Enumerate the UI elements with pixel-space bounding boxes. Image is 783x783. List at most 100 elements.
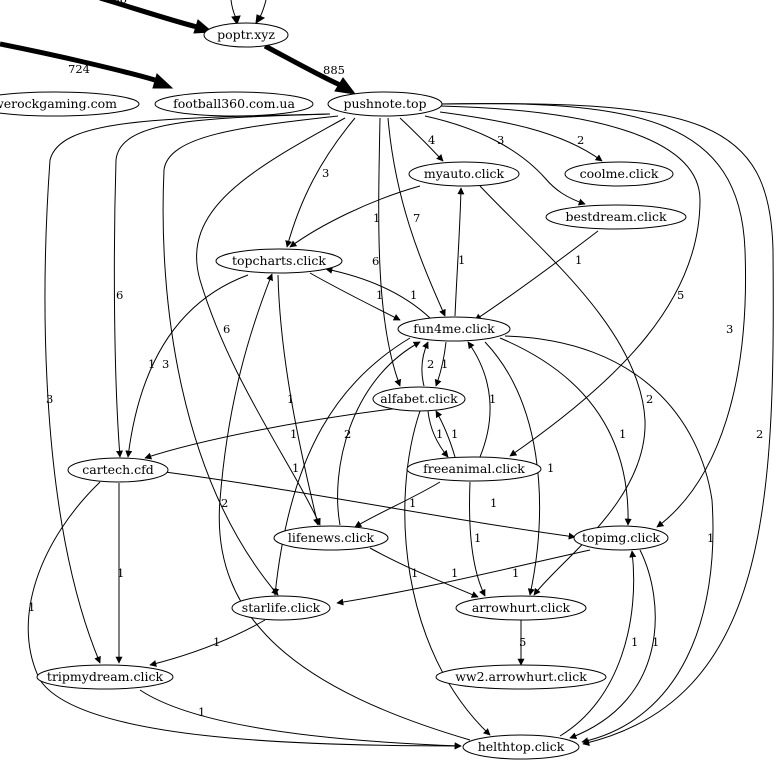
node-label: coolme.click [580, 166, 659, 181]
edge-label-myauto-to-arrowhurt: 2 [646, 392, 653, 406]
edge-label-arrowhurt-to-ww2: 5 [519, 635, 526, 649]
edge-label-bestdream-to-fun4me: 1 [575, 253, 582, 267]
edge-label-pushnote-to-myauto: 4 [428, 133, 435, 147]
node-arrowhurt[interactable]: arrowhurt.click [455, 595, 587, 621]
nodes: poptr.xyz werockgaming.com football360.c… [0, 22, 687, 760]
edge-poptr-to-pushnote-arrow [334, 77, 357, 95]
node-starlife[interactable]: starlife.click [231, 595, 331, 621]
edge-label-lifenews-to-arrowhurt: 1 [451, 566, 458, 580]
node-topcharts[interactable]: topcharts.click [215, 248, 343, 274]
edge-label-starlife-to-tripmydream: 1 [213, 635, 220, 649]
edge-myauto-topcharts [289, 185, 421, 248]
node-tripmydream[interactable]: tripmydream.click [36, 664, 174, 690]
edge-alfabet-freeanimal [427, 410, 449, 458]
node-poptr[interactable]: poptr.xyz [203, 22, 289, 48]
edge-pushnote-fun4me [387, 117, 446, 317]
edge-label-topcharts-to-lifenews: 1 [287, 392, 294, 406]
node-label: topcharts.click [232, 253, 326, 268]
edge-label-tripmydream-to-helthtop: 1 [198, 705, 205, 719]
edge-cartech-helthtop [27, 481, 462, 750]
edge-myauto-arrowhurt [479, 185, 646, 596]
edge-label-fun4me-to-topcharts: 1 [410, 288, 417, 302]
node-pushnote[interactable]: pushnote.top [327, 91, 443, 117]
edge-label-pushnote-to-lifenews-a: 6 [372, 254, 379, 268]
edge-label-freeanimal-to-arrowhurt: 1 [474, 531, 481, 545]
node-werockgaming[interactable]: werockgaming.com [0, 91, 140, 117]
edge-topcharts-cartech [125, 274, 249, 458]
edge-label-left-to-football: 724 [68, 62, 90, 76]
node-label: cartech.cfd [82, 462, 154, 477]
edge-pushnote-tripmydream [44, 113, 331, 664]
node-lifenews[interactable]: lifenews.click [273, 525, 389, 551]
edge-freeanimal-arrowhurt [469, 481, 486, 597]
edge-label-pushnote-to-coolme: 2 [577, 133, 584, 147]
edge-alfabet-cartech [144, 407, 401, 460]
node-helthtop[interactable]: helthtop.click [462, 734, 580, 760]
node-freeanimal[interactable]: freeanimal.click [406, 456, 542, 482]
edge-label-top-left-to-poptr: 656 [105, 0, 127, 6]
node-label: football360.com.ua [173, 96, 295, 111]
edge-top-to-poptr-b [259, 0, 267, 18]
edge-label-pushnote-to-helthtop: 2 [756, 427, 763, 441]
node-label: tripmydream.click [47, 669, 164, 684]
edge-label-pushnote-to-tripmydream: 3 [46, 392, 53, 406]
node-label: lifenews.click [288, 530, 375, 545]
edge-pushnote-starlife [162, 115, 339, 596]
edge-label-topcharts-to-cartech: 1 [148, 357, 155, 371]
edge-label-pushnote-to-fun4me: 7 [413, 211, 420, 225]
edge-top-left-to-poptr [99, 0, 198, 30]
edge-lifenews-fun4me [337, 341, 421, 526]
node-topimg[interactable]: topimg.click [573, 525, 669, 551]
edge-pushnote-myauto [399, 117, 444, 162]
edge-pushnote-topcharts [285, 117, 356, 248]
node-myauto[interactable]: myauto.click [408, 161, 520, 187]
node-football360[interactable]: football360.com.ua [154, 91, 314, 117]
node-label: starlife.click [242, 600, 321, 615]
node-label: bestdream.click [565, 209, 666, 224]
edge-top-to-poptr-a-arrow [231, 15, 241, 26]
edge-label-freeanimal-to-fun4me: 1 [489, 392, 496, 406]
edge-freeanimal-lifenews [354, 481, 441, 528]
edge-pushnote-alfabet [378, 117, 402, 387]
node-ww2-arrowhurt[interactable]: ww2.arrowhurt.click [435, 664, 607, 690]
edge-label-pushnote-to-freeanimal: 5 [677, 288, 684, 302]
edge-label-fun4me-to-myauto: 1 [458, 253, 465, 267]
node-cartech[interactable]: cartech.cfd [67, 457, 169, 483]
edge-starlife-tripmydream [149, 619, 266, 667]
node-bestdream[interactable]: bestdream.click [545, 204, 687, 230]
edge-fun4me-topimg [499, 337, 632, 526]
edge-pushnote-cartech [113, 113, 331, 458]
edge-fun4me-topcharts [325, 266, 431, 319]
node-label: topimg.click [582, 530, 660, 545]
node-label: helthtop.click [478, 739, 565, 754]
edge-left-to-football-arrow [152, 73, 174, 89]
edge-pushnote-coolme [439, 111, 603, 162]
edge-label-alfabet-to-cartech: 1 [290, 427, 297, 441]
edge-pushnote-freeanimal [439, 105, 701, 457]
edge-label-pushnote-to-bestdream: 3 [497, 133, 504, 147]
edge-label-topimg-to-starlife: 1 [512, 566, 519, 580]
edge-topcharts-fun4me [309, 272, 401, 321]
edge-helthtop-topcharts [218, 273, 471, 741]
edge-label-fun4me-to-arrowhurt: 1 [547, 461, 554, 475]
node-coolme[interactable]: coolme.click [564, 161, 674, 187]
edge-label-helthtop-to-topimg: 1 [631, 635, 638, 649]
edge-label-lifenews-to-fun4me: 2 [344, 427, 351, 441]
edge-label-poptr-to-pushnote: 885 [323, 63, 345, 77]
edge-fun4me-arrowhurt [484, 341, 540, 596]
node-fun4me[interactable]: fun4me.click [397, 316, 511, 342]
edge-left-to-football [0, 41, 156, 83]
edge-alfabet-fun4me [421, 341, 429, 387]
node-alfabet[interactable]: alfabet.click [372, 386, 466, 412]
edge-helthtop-topimg [559, 550, 637, 737]
edge-label-cartech-to-topimg: 1 [490, 496, 497, 510]
edge-pushnote-topimg [439, 103, 747, 528]
edge-top-to-poptr-a [230, 0, 237, 19]
node-label: pushnote.top [343, 96, 426, 111]
edge-freeanimal-alfabet [435, 410, 456, 458]
edge-label-fun4me-to-helthtop: 1 [707, 531, 714, 545]
edge-topimg-starlife [336, 549, 591, 606]
edge-bestdream-fun4me [474, 230, 599, 321]
edge-pushnote-bestdream [424, 115, 586, 206]
